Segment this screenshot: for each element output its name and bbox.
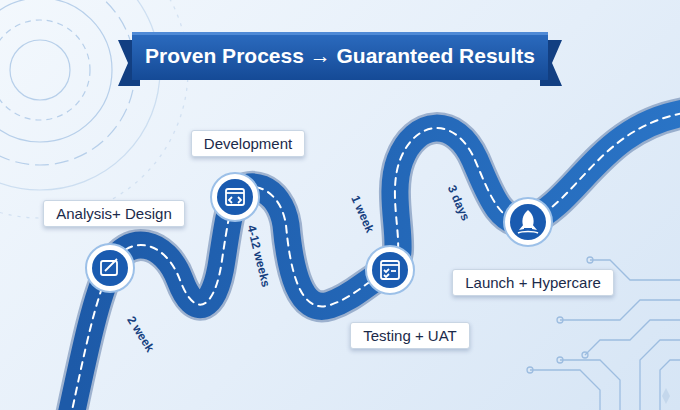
duration-label: 3 days <box>444 183 472 223</box>
duration-label: 4-12 weeks <box>244 224 273 289</box>
road <box>70 112 680 410</box>
stage-label-box: Analysis+ Design <box>43 200 184 227</box>
stage-label-box: Launch + Hypercare <box>452 269 614 296</box>
duration-label: 1 week <box>348 193 377 235</box>
design-icon <box>101 259 117 275</box>
code-icon <box>226 189 244 205</box>
sparkle <box>662 388 670 404</box>
stage-label: Analysis+ Design <box>56 205 171 222</box>
stage-label: Development <box>204 135 292 152</box>
stage-label-box: Development <box>191 130 305 157</box>
duration-label: 2 week <box>124 314 157 355</box>
banner-title: Proven Process → Guaranteed Results <box>145 44 535 68</box>
title-banner <box>118 32 562 86</box>
stage-label: Launch + Hypercare <box>465 274 601 291</box>
checklist-icon <box>381 261 399 279</box>
stage-label-box: Testing + UAT <box>350 322 470 349</box>
rocket-icon <box>518 210 538 233</box>
stage-label: Testing + UAT <box>363 327 457 344</box>
